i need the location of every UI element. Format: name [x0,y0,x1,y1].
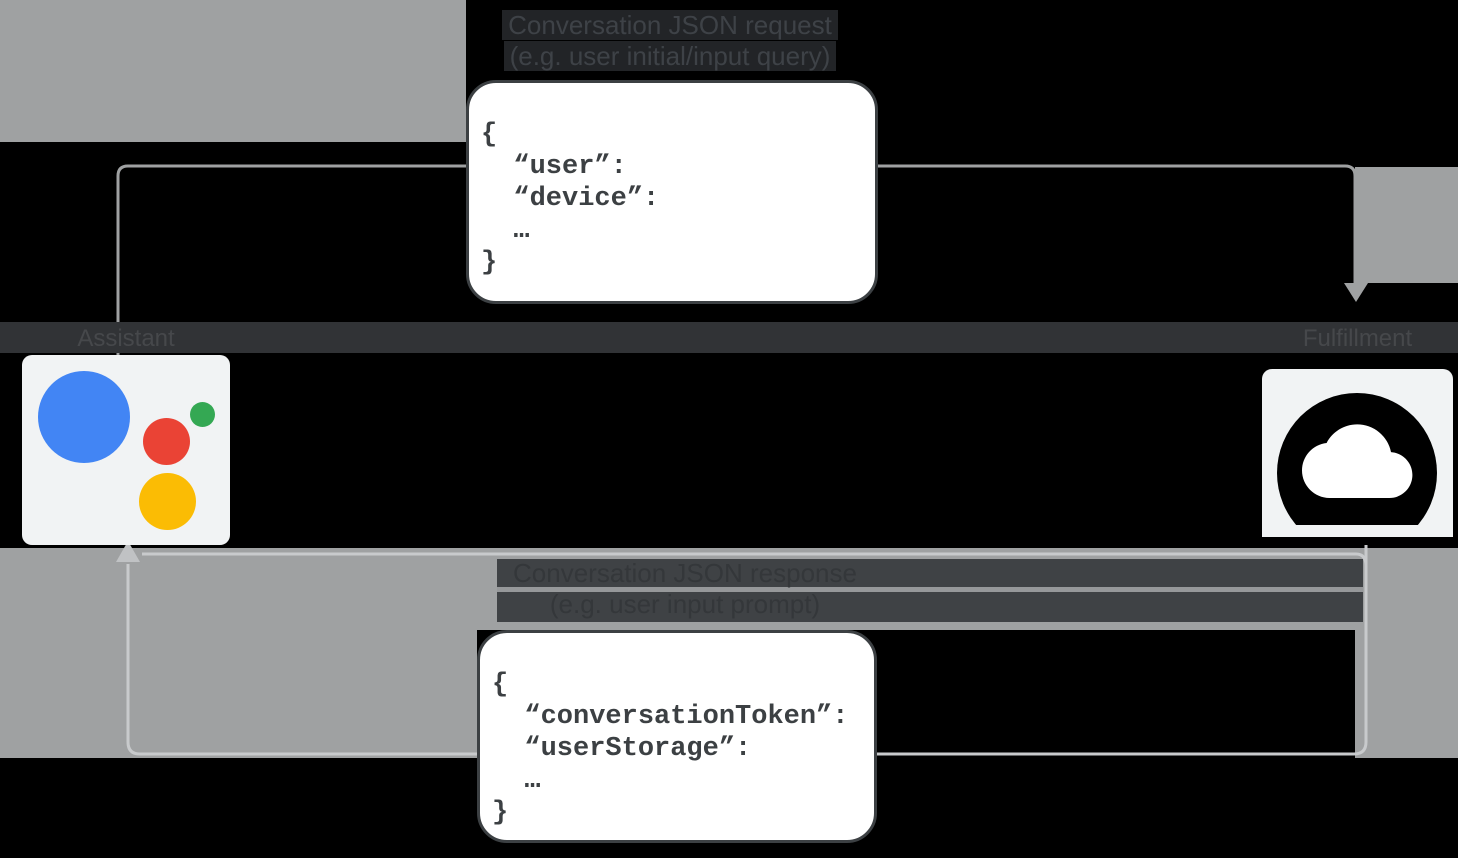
request-arrowhead-icon [1344,283,1368,302]
response-caption-line2: (e.g. user input prompt) [549,589,821,619]
response-arrow-band-right [1355,548,1458,758]
response-caption-line1: Conversation JSON response [513,558,857,588]
node-label-band: Assistant Fulfillment [0,322,1458,353]
response-json-box: { “conversationToken”: “userStorage”: … … [477,630,877,843]
request-json-snippet: { “user”: “device”: … } [481,120,660,278]
request-arrow-band-right [1355,167,1458,283]
assistant-logo-yellow-circle [139,473,196,530]
assistant-logo-blue-circle [38,371,130,463]
assistant-logo-green-circle [190,402,215,427]
cloud-icon [1262,393,1453,553]
assistant-label: Assistant [77,325,175,352]
fulfillment-node [1262,369,1453,553]
response-caption: Conversation JSON response (e.g. user in… [485,558,885,620]
request-caption: Conversation JSON request (e.g. user ini… [470,10,870,72]
response-arrow-band-left [0,630,477,758]
assistant-logo-red-circle [143,418,190,465]
assistant-node [22,355,230,545]
response-json-snippet: { “conversationToken”: “userStorage”: … … [492,670,849,828]
request-caption-line2: (e.g. user initial/input query) [503,41,837,71]
request-caption-line1: Conversation JSON request [502,10,838,40]
request-json-box: { “user”: “device”: … } [466,80,878,304]
fulfillment-label: Fulfillment [1302,325,1413,352]
request-arrow-band-left [0,0,466,142]
